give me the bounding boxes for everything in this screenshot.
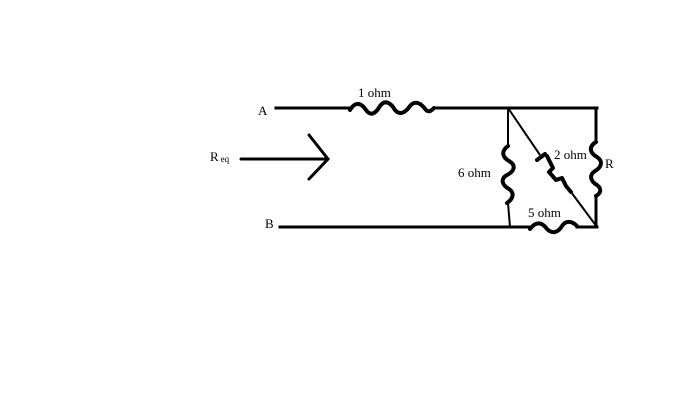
resistor-5ohm-symbol [528, 219, 579, 235]
diagonal-wire-top [507, 107, 541, 156]
resistor-6ohm-symbol [500, 144, 516, 205]
diagonal-wire-bottom [570, 191, 598, 228]
terminal-a-label: A [258, 103, 268, 118]
middle-vertical-wire-bottom [507, 202, 511, 228]
resistor-5ohm-label: 5 ohm [528, 205, 561, 220]
resistor-1ohm-label: 1 ohm [358, 85, 391, 100]
req-main-text: R [210, 149, 219, 164]
resistor-6ohm-label: 6 ohm [458, 165, 491, 180]
resistor-r-label: R [605, 156, 614, 171]
req-arrow-head [307, 133, 330, 181]
resistor-2ohm-label: 2 ohm [554, 147, 587, 162]
resistor-1ohm-symbol [348, 100, 436, 116]
resistor-2ohm-symbol [535, 152, 573, 194]
req-subscript-text: eq [221, 154, 230, 164]
terminal-b-label: B [265, 216, 274, 231]
resistor-r-symbol [588, 140, 603, 198]
